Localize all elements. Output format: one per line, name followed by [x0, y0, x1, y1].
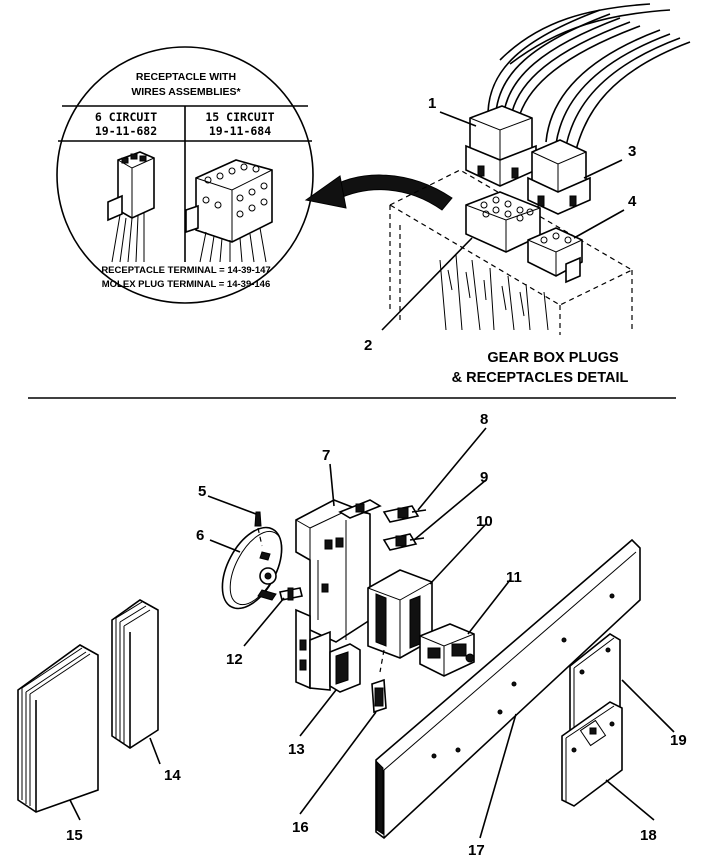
callout-12: 12 — [226, 651, 243, 668]
callout-16: 16 — [292, 819, 309, 836]
fifteen-circuit-receptacle — [185, 159, 273, 263]
screw-part-5 — [254, 511, 263, 547]
receptacle-inset: RECEPTACLE WITH WIRES ASSEMBLIES* 6 CIRC… — [56, 46, 314, 304]
plug-part-3 — [527, 139, 591, 215]
receptacle-terminal-note: RECEPTACLE TERMINAL = 14-39-147 — [101, 265, 270, 276]
callout-8: 8 — [480, 411, 488, 428]
callout-2: 2 — [364, 337, 372, 354]
relay-part-11 — [419, 623, 475, 677]
inset-heading-line1: RECEPTACLE WITH — [136, 71, 236, 83]
callout-19: 19 — [670, 732, 687, 749]
disc-part-6 — [221, 526, 283, 610]
callout-17: 17 — [468, 842, 485, 859]
connector-part-13 — [329, 643, 361, 693]
six-circuit-part-number: 19-11-682 — [95, 124, 157, 138]
callout-4: 4 — [628, 193, 637, 210]
gear-box-housing — [388, 169, 634, 335]
clip-part-8 — [382, 505, 427, 523]
callout-9: 9 — [480, 469, 488, 486]
bottom-leader-lines — [69, 427, 675, 839]
panel-part-15 — [17, 644, 99, 813]
callout-15: 15 — [66, 827, 83, 844]
fifteen-circuit-title: 15 CIRCUIT — [205, 110, 274, 124]
screw-part-12 — [279, 587, 303, 601]
detail-title-line2: & RECEPTACLES DETAIL — [452, 370, 629, 386]
callout-6: 6 — [196, 527, 204, 544]
callout-1: 1 — [428, 95, 436, 112]
detail-arrow — [304, 174, 453, 211]
molex-plug-terminal-note: MOLEX PLUG TERMINAL = 14-39-146 — [102, 279, 271, 290]
bracket-part-7 — [295, 499, 382, 691]
fifteen-circuit-part-number: 19-11-684 — [209, 124, 271, 138]
clip-part-9 — [382, 533, 425, 551]
panel-part-14 — [111, 599, 159, 749]
callout-10: 10 — [476, 513, 493, 530]
receptacle-part-4 — [527, 227, 583, 284]
callout-18: 18 — [640, 827, 657, 844]
plug-part-1 — [465, 105, 537, 187]
inset-heading-line2: WIRES ASSEMBLIES* — [131, 86, 241, 98]
six-circuit-title: 6 CIRCUIT — [95, 110, 157, 124]
callout-5: 5 — [198, 483, 206, 500]
terminal-part-16 — [371, 678, 387, 714]
callout-14: 14 — [164, 767, 181, 784]
six-circuit-receptacle — [107, 151, 155, 263]
callout-13: 13 — [288, 741, 305, 758]
top-leader-lines — [381, 111, 625, 331]
rail-part-17 — [375, 538, 641, 840]
callout-7: 7 — [322, 447, 330, 464]
callout-11: 11 — [506, 569, 522, 586]
wire-bundle — [487, 3, 691, 151]
callout-3: 3 — [628, 143, 636, 160]
detail-title-line1: GEAR BOX PLUGS — [487, 350, 619, 366]
